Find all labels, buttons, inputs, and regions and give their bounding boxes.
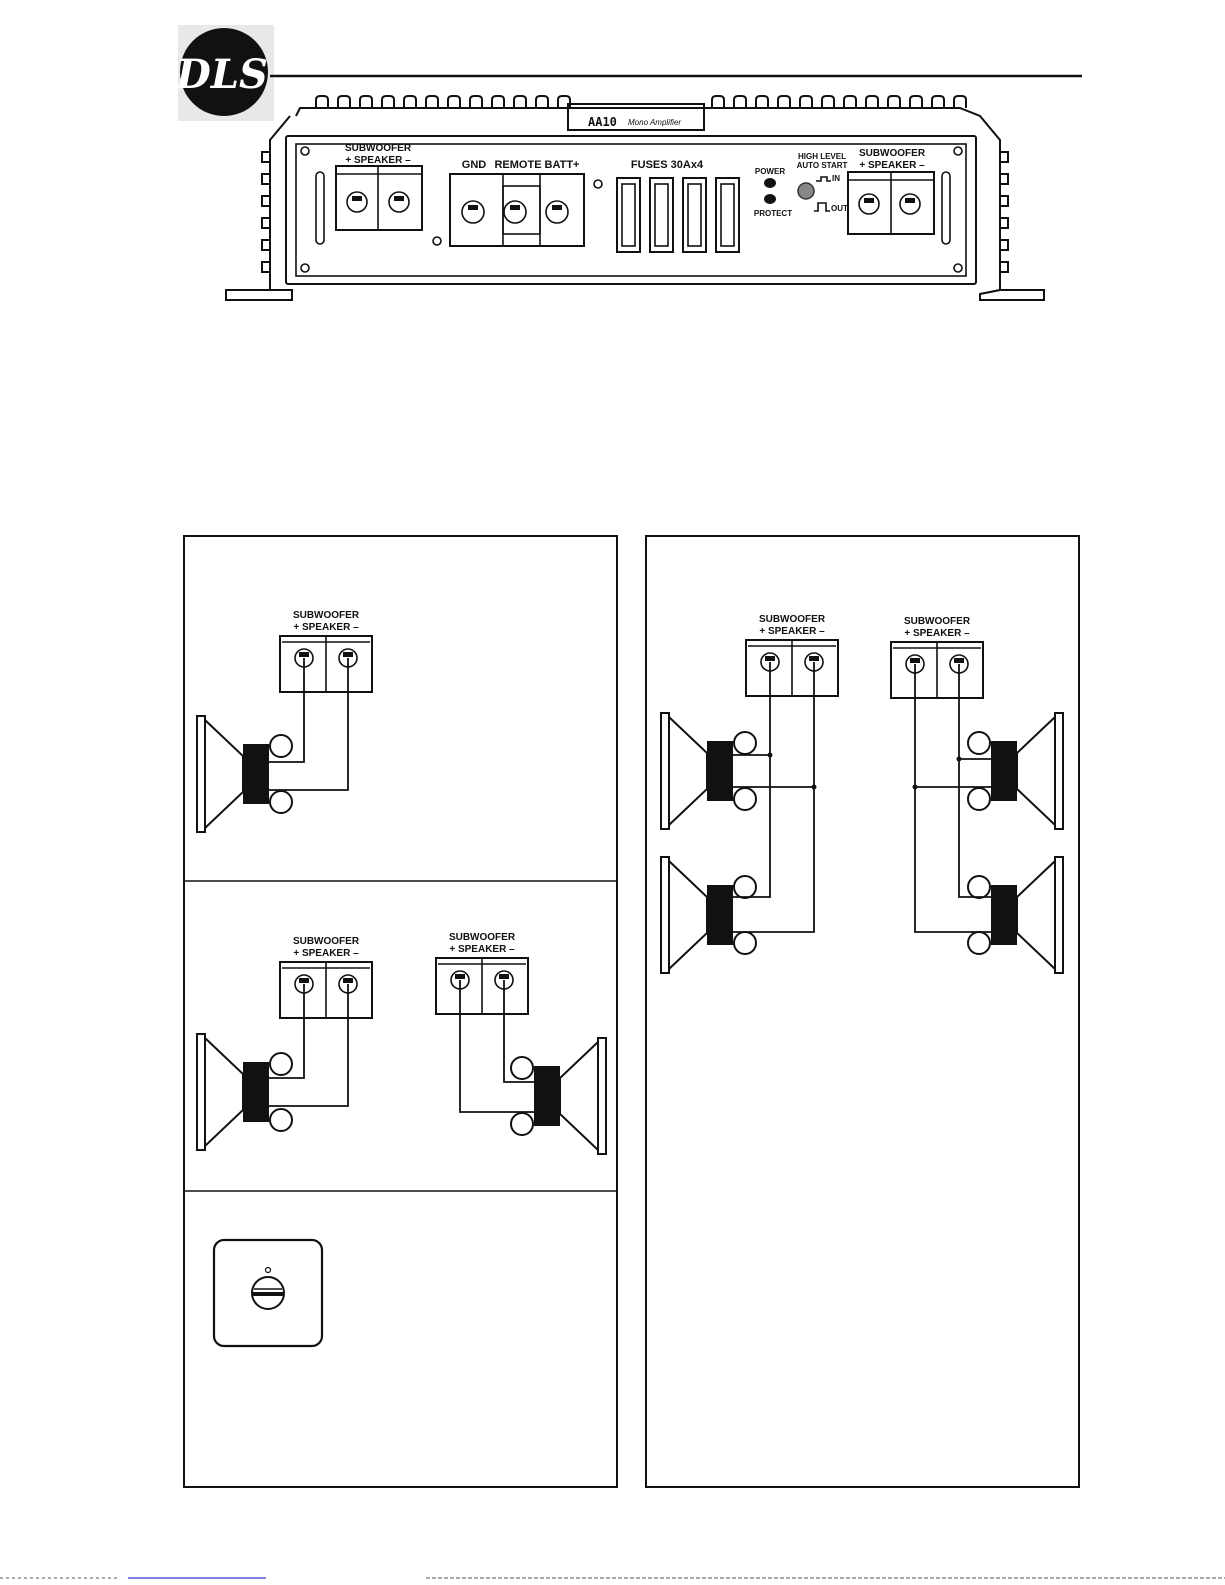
amp-right-terminal-sub: + SPEAKER – xyxy=(859,160,925,171)
power-led xyxy=(764,178,776,188)
amp-left-terminal-sub: + SPEAKER – xyxy=(345,155,411,166)
terminal-parallel-left: SUBWOOFER+ SPEAKER – xyxy=(746,614,838,696)
amp-gnd-label: GND xyxy=(462,159,487,171)
amplifier-drawing: SUBWOOFER + SPEAKER – GND REMOTE BATT+ A… xyxy=(226,96,1044,300)
speaker-parallel-1 xyxy=(661,713,756,829)
protect-led xyxy=(764,194,776,204)
amp-high-level-2: AUTO START xyxy=(797,161,848,170)
right-panel-frame xyxy=(646,536,1079,1487)
amp-right-terminal-title: SUBWOOFER xyxy=(859,148,926,159)
speaker-parallel-4 xyxy=(968,857,1063,973)
left-panel-frame xyxy=(184,536,617,1487)
amp-left-terminal-title: SUBWOOFER xyxy=(345,143,412,154)
terminal-sub: + SPEAKER – xyxy=(759,626,825,637)
amp-remote-label: REMOTE xyxy=(494,159,541,171)
fuse-holders xyxy=(617,178,739,252)
amp-in-label: IN xyxy=(832,174,840,183)
amp-out-label: OUT xyxy=(831,204,848,213)
amp-model-sub: Mono Amplifier xyxy=(628,118,681,127)
terminal-title: SUBWOOFER xyxy=(293,936,360,947)
dls-logo: DLS xyxy=(175,25,274,121)
auto-start-button xyxy=(798,183,814,199)
logo-text: DLS xyxy=(175,51,268,98)
terminal-title: SUBWOOFER xyxy=(904,616,971,627)
terminal-dual-left: SUBWOOFER+ SPEAKER – xyxy=(280,936,372,1018)
terminal-sub: + SPEAKER – xyxy=(449,944,515,955)
terminal-title: SUBWOOFER xyxy=(759,614,826,625)
remote-bass-knob xyxy=(214,1240,322,1346)
terminal-sub: + SPEAKER – xyxy=(293,948,359,959)
speaker-parallel-3 xyxy=(968,713,1063,829)
terminal-sub: + SPEAKER – xyxy=(293,622,359,633)
amp-fuses-label: FUSES 30Ax4 xyxy=(631,159,704,171)
amp-protect-label: PROTECT xyxy=(754,209,792,218)
speaker-single xyxy=(197,716,292,832)
terminal-single: SUBWOOFER+ SPEAKER – xyxy=(280,610,372,692)
terminal-dual-right: SUBWOOFER+ SPEAKER – xyxy=(436,932,528,1014)
amp-model: AA10 xyxy=(588,115,617,129)
speaker-parallel-2 xyxy=(661,857,756,973)
terminal-title: SUBWOOFER xyxy=(293,610,360,621)
terminal-title: SUBWOOFER xyxy=(449,932,516,943)
amp-power-label: POWER xyxy=(755,167,785,176)
speaker-dual-left xyxy=(197,1034,292,1150)
amp-high-level-1: HIGH LEVEL xyxy=(798,152,846,161)
terminal-sub: + SPEAKER – xyxy=(904,628,970,639)
amp-batt-label: BATT+ xyxy=(545,159,580,171)
speaker-dual-right xyxy=(511,1038,606,1154)
terminal-parallel-right: SUBWOOFER+ SPEAKER – xyxy=(891,616,983,698)
